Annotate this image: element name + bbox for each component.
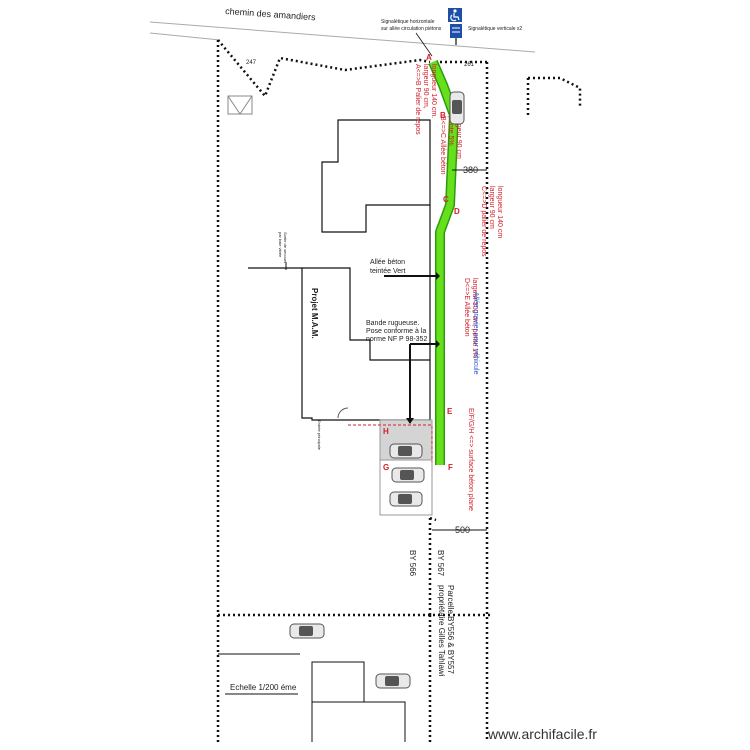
point-d: D [454, 207, 460, 216]
bande-3: norme NF P 98-352 [366, 336, 427, 343]
allee-verte-2: teintée Vert [370, 268, 405, 275]
by566: BY 566 [408, 550, 417, 577]
parcelle-2: propriétaire Gilles Tahlawi [437, 585, 446, 677]
car-icon [289, 623, 325, 639]
point-b: B [440, 111, 446, 120]
point-g: G [383, 463, 389, 472]
number-261: 261 [464, 62, 475, 68]
note-de: D<=>E Allée béton largeur 100 cm, pente … [463, 278, 478, 358]
point-c: C [443, 195, 449, 204]
door-rect [227, 95, 253, 115]
neighbor-wall [311, 701, 406, 742]
building-outline [321, 119, 431, 233]
sortie-secours-2: par baie vitrée [278, 232, 283, 258]
point-e: E [447, 407, 453, 416]
car-icon [375, 673, 411, 689]
bande-2: Pose conforme à la [366, 328, 426, 335]
sign-horizontal-1: Signalétique horizontale [381, 19, 435, 25]
note-gravier: Allée gravier pour véhicule [472, 292, 479, 375]
svg-text:longueur 140 cm.: longueur 140 cm. [430, 64, 437, 118]
entree-label: Entrée principale [317, 420, 322, 451]
svg-text:largeur 90 cm,: largeur 90 cm, [422, 64, 429, 109]
sortie-secours-1: Sortie de secours [283, 232, 288, 263]
wheelchair-sign-icon [448, 8, 462, 45]
svg-text:pente 5%: pente 5% [447, 116, 454, 146]
street-edge [149, 21, 536, 53]
note-ab: A<=>B Palier de repos largeur 90 cm, lon… [414, 64, 437, 135]
svg-text:largeur 90 cm: largeur 90 cm [455, 116, 462, 159]
bande-arrowhead-v [406, 418, 414, 424]
point-a: A [426, 53, 432, 62]
svg-text:B<=>C Allée béton: B<=>C Allée béton [439, 116, 446, 175]
efgh-outline [348, 424, 433, 462]
car-icon [391, 467, 425, 483]
point-f: F [448, 463, 453, 472]
svg-text:longueur 140 cm: longueur 140 cm [496, 186, 503, 238]
note-cd: C<=>D palier de repos largeur 90 cm long… [480, 186, 503, 257]
bande-1: Bande rugueuse. [366, 320, 419, 327]
note-bc: B<=>C Allée béton pente 5% largeur 90 cm [439, 116, 462, 175]
accessible-path-fill [429, 60, 458, 465]
car-icon [389, 443, 423, 459]
svg-text:D<=>E Allée béton: D<=>E Allée béton [463, 278, 470, 337]
sign-vertical: Signalétique verticale x2 [468, 26, 522, 32]
dimension-380: 380 [463, 165, 478, 175]
street-edge-2 [149, 32, 221, 41]
number-247: 247 [246, 60, 257, 66]
watermark: www.archifacile.fr [488, 726, 597, 742]
projet-label: Projet M.A.M. [310, 288, 319, 339]
dimension-500: 500 [455, 525, 470, 535]
car-icon [449, 91, 465, 125]
parcelle-1: Parcelle BY556 & BY557 [446, 585, 455, 674]
svg-text:A<=>B Palier de repos: A<=>B Palier de repos [414, 64, 421, 135]
svg-text:C<=>D palier de repos: C<=>D palier de repos [480, 186, 487, 257]
by567: BY 567 [436, 550, 445, 577]
scale-label: Echelle 1/200 éme [230, 683, 297, 692]
allee-verte-1: Allée béton [370, 259, 405, 266]
neighbor-building [311, 661, 365, 703]
door-swing [337, 407, 349, 419]
svg-text:largeur 90 cm: largeur 90 cm [488, 186, 495, 229]
allee-arrowhead [436, 272, 440, 280]
street-name: chemin des amandiers [225, 6, 317, 22]
door-symbol [227, 95, 253, 115]
sign-horizontal-2: sur allée circulation piétons [381, 26, 442, 32]
car-icon [389, 491, 423, 507]
bande-arrowhead-h [436, 340, 440, 348]
sign-leader [415, 32, 433, 57]
point-h: H [383, 427, 389, 436]
property-boundary [216, 39, 582, 742]
svg-text:largeur 100 cm, pente 1%: largeur 100 cm, pente 1% [471, 278, 478, 358]
note-efgh: E/F/G/H <=> surface béton plane [467, 408, 474, 511]
